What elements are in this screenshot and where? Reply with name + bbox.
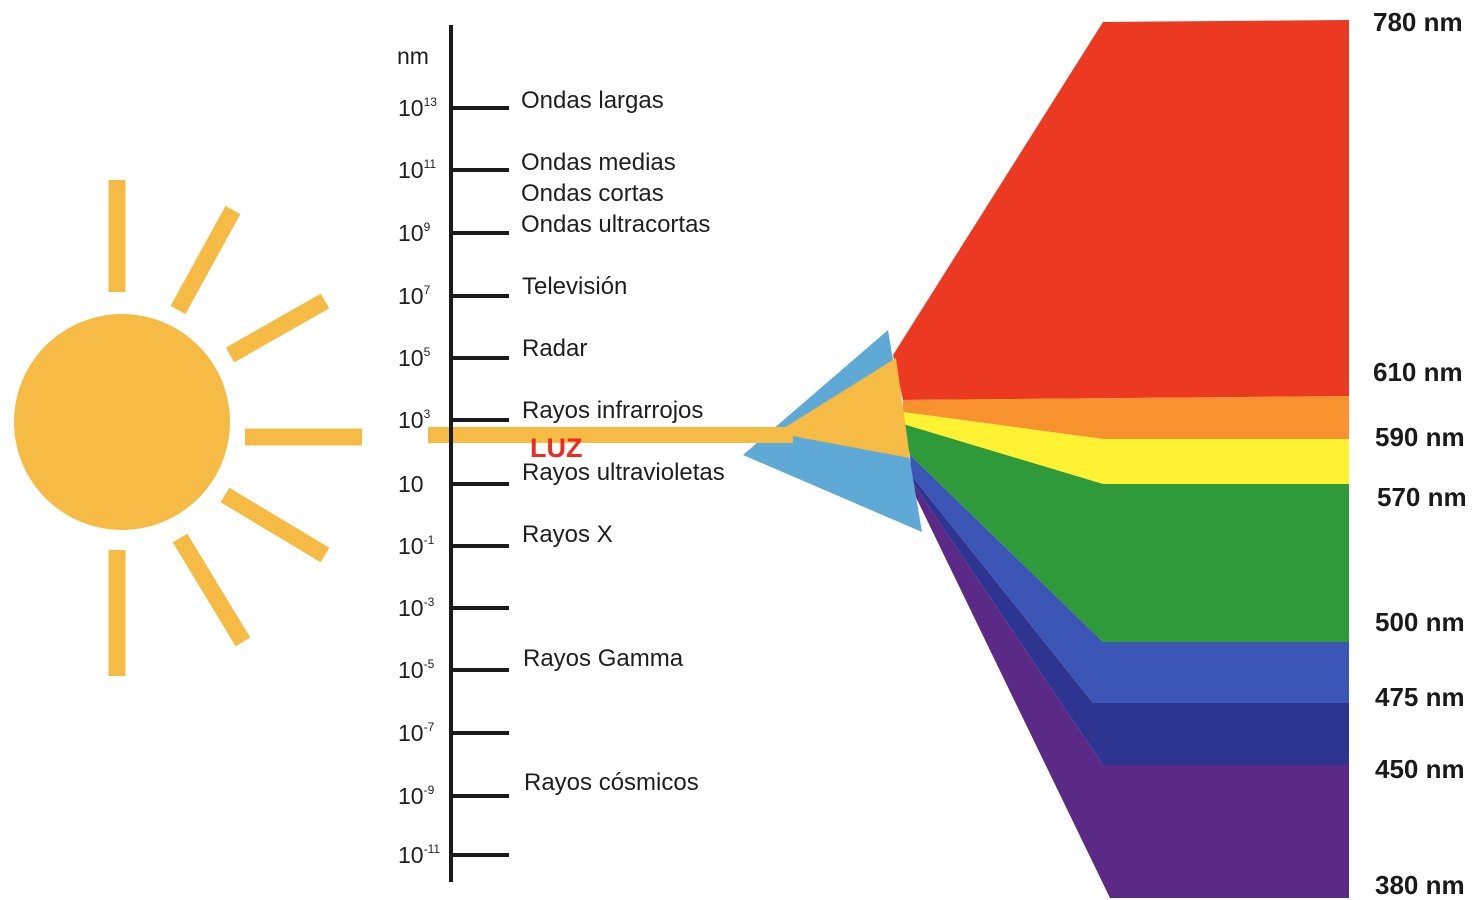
spectrum-band [910, 480, 1349, 898]
band-label: Ondas ultracortas [521, 211, 710, 238]
boundary-label: 500 nm [1375, 607, 1465, 637]
boundary-label: 780 nm [1373, 7, 1463, 37]
band-label: Ondas largas [521, 87, 664, 114]
sun-ray [172, 533, 251, 647]
light-label: LUZ [530, 433, 582, 463]
boundary-label: 450 nm [1375, 754, 1465, 784]
spectrum-band [903, 412, 1349, 484]
scale-tick-label: 10-1 [398, 533, 435, 559]
band-label: Rayos Gamma [523, 645, 684, 672]
scale-tick-label: 10-9 [398, 783, 435, 809]
sun-ray [220, 487, 330, 563]
scale-tick-label: 1011 [398, 157, 436, 183]
wavelength-scale: nm 1013 1011 109 107 105 103 10 10-1 10-3 10-5 10-… [397, 25, 509, 882]
spectrum-band [911, 475, 1349, 765]
scale-tick-label: 10-3 [398, 595, 435, 621]
band-label: Rayos infrarrojos [522, 397, 703, 424]
spectrum-band [903, 424, 1349, 642]
sun-ray [225, 293, 330, 363]
spectrum-band [903, 396, 1349, 439]
band-label: Radar [522, 335, 587, 362]
scale-tick-label: 107 [398, 283, 431, 309]
boundary-label: 610 nm [1373, 357, 1463, 387]
band-label: Rayos ultravioletas [522, 459, 725, 486]
sun-ray [170, 205, 241, 315]
scale-tick-label: 10-5 [398, 657, 435, 683]
band-label: Ondas medias [521, 149, 676, 176]
light-beam [428, 358, 910, 458]
spectrum-boundary-labels: 780 nm 610 nm 590 nm 570 nm 500 nm 475 n… [1373, 7, 1467, 900]
scale-tick-label: 10-11 [398, 842, 440, 868]
scale-tick-label: 105 [398, 345, 431, 371]
band-labels: Ondas largas Ondas medias Ondas cortas O… [521, 87, 725, 796]
visible-spectrum [893, 20, 1349, 898]
band-label: Rayos X [522, 521, 613, 548]
boundary-label: 380 nm [1375, 870, 1465, 900]
boundary-label: 570 nm [1377, 482, 1467, 512]
sun-rays [108, 180, 362, 676]
band-label: Ondas cortas [521, 180, 664, 207]
scale-tick-label: 1013 [398, 95, 437, 121]
light-beam-bar [428, 427, 793, 443]
boundary-label: 475 nm [1375, 682, 1465, 712]
band-label: Rayos cósmicos [524, 769, 699, 796]
scale-tick-label: 109 [398, 220, 431, 246]
scale-tick-label: 10-7 [398, 720, 435, 746]
band-label: Televisión [522, 273, 627, 300]
scale-tick-label: 10 [398, 471, 424, 497]
scale-tick-label: 103 [398, 407, 431, 433]
boundary-label: 590 nm [1375, 422, 1465, 452]
spectrum-band [893, 20, 1349, 400]
scale-unit-label: nm [397, 43, 429, 69]
sun-disc [14, 314, 230, 530]
spectrum-band [910, 455, 1349, 703]
light-beam-in-prism [776, 358, 910, 458]
sun-icon [14, 180, 362, 676]
